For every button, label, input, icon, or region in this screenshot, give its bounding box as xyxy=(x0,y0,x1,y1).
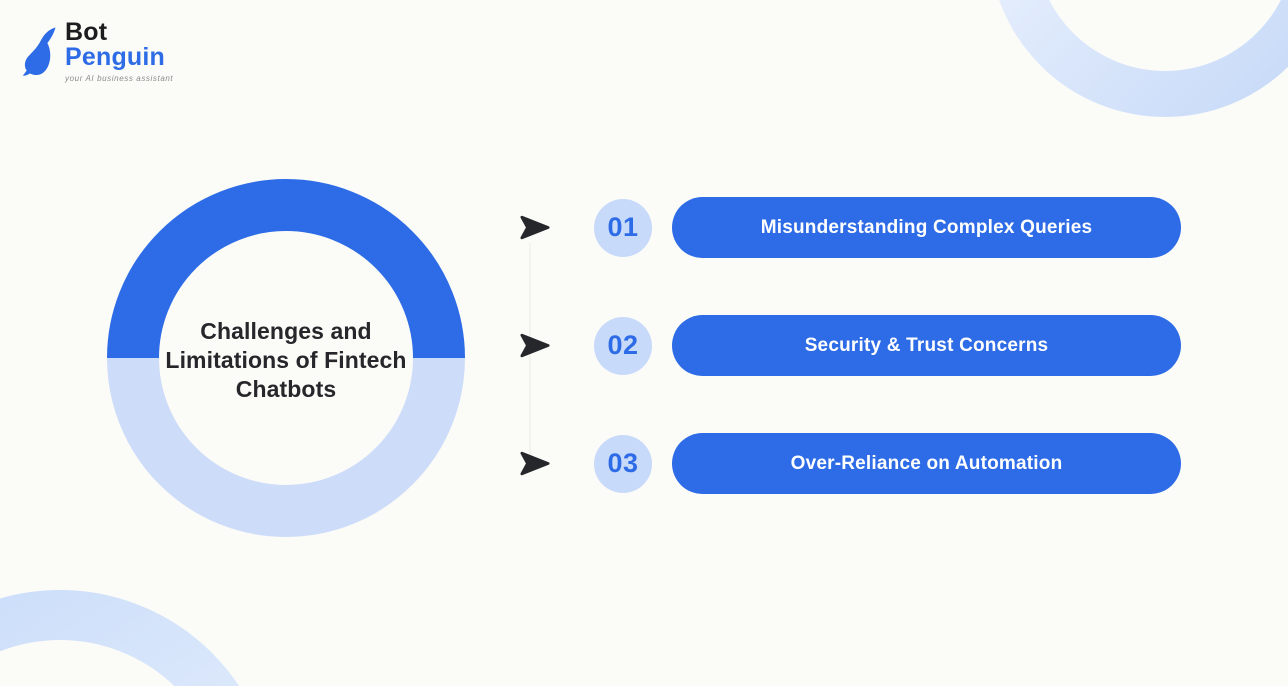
item-label: Over-Reliance on Automation xyxy=(790,452,1063,474)
page-title-line: Challenges and xyxy=(200,318,372,344)
arrow-icon xyxy=(520,333,550,358)
item-pill: Over-Reliance on Automation xyxy=(672,433,1181,494)
list-item: 02 Security & Trust Concerns xyxy=(515,315,1181,376)
arrow-icon xyxy=(520,215,550,240)
decorative-ring-top-right xyxy=(999,0,1288,117)
page-title-line: Chatbots xyxy=(235,376,337,402)
item-label: Security & Trust Concerns xyxy=(804,334,1049,356)
penguin-icon xyxy=(22,27,56,76)
list-item: 03 Over-Reliance on Automation xyxy=(515,433,1181,494)
botpenguin-logo: Bot Penguin your AI business assistant xyxy=(22,20,173,83)
page-title: Challenges and Limitations of Fintech Ch… xyxy=(156,317,416,404)
item-pill: Misunderstanding Complex Queries xyxy=(672,197,1181,258)
logo-tagline: your AI business assistant xyxy=(65,74,174,83)
item-label: Misunderstanding Complex Queries xyxy=(760,216,1093,238)
logo-brand-top: Bot xyxy=(65,18,108,46)
step-number-badge: 03 xyxy=(594,434,652,493)
donut-ring xyxy=(107,179,465,537)
step-number: 02 xyxy=(607,330,639,360)
page-title-line: Limitations of Fintech xyxy=(165,347,407,373)
item-pill: Security & Trust Concerns xyxy=(672,315,1181,376)
logo-brand-bottom: Penguin xyxy=(65,43,166,71)
arrow-icon xyxy=(520,451,550,476)
list-item: 01 Misunderstanding Complex Queries xyxy=(515,197,1181,258)
step-number-badge: 02 xyxy=(594,316,652,375)
step-number: 03 xyxy=(607,448,639,478)
step-number: 01 xyxy=(607,212,639,242)
decorative-ring-bottom-left xyxy=(0,590,239,686)
step-number-badge: 01 xyxy=(594,198,652,257)
